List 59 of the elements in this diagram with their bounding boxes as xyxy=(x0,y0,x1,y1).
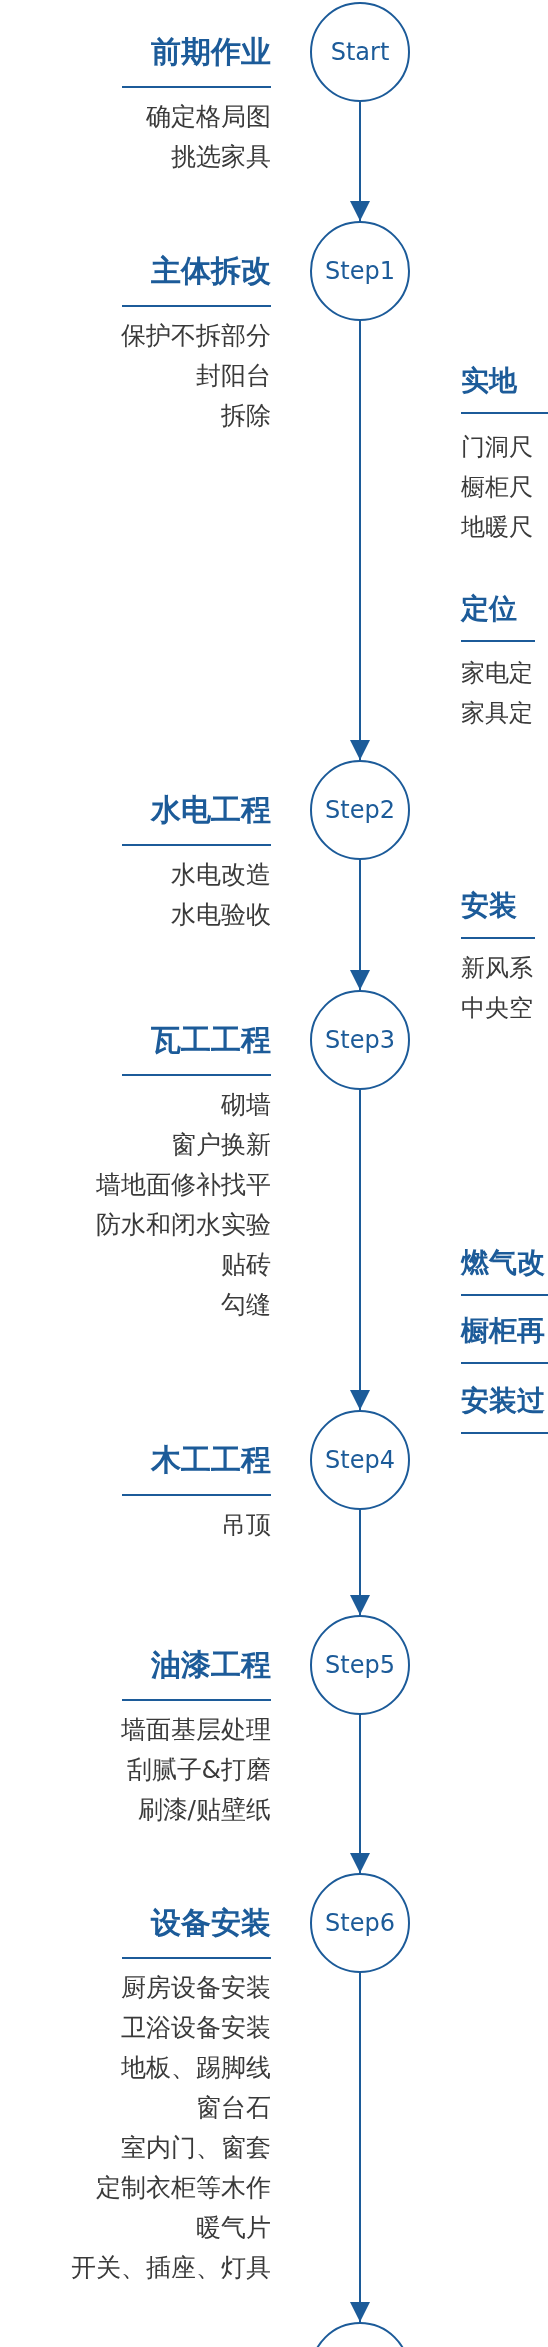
task-item: 室内门、窗套 xyxy=(121,2133,271,2163)
step-circle: Step4 xyxy=(310,1410,410,1510)
task-item: 贴砖 xyxy=(221,1250,271,1280)
task-item: 家具定 xyxy=(461,698,533,728)
task-item: 刮腻子&打磨 xyxy=(126,1755,271,1785)
step-circle: Step1 xyxy=(310,221,410,321)
task-item: 勾缝 xyxy=(221,1290,271,1320)
task-item: 地暖尺 xyxy=(461,512,533,542)
step-heading: 前期作业 xyxy=(151,34,271,70)
section-heading: 安装 xyxy=(461,888,517,924)
step-heading: 水电工程 xyxy=(151,792,271,828)
step-circle: Step5 xyxy=(310,1615,410,1715)
task-item: 墙地面修补找平 xyxy=(96,1170,271,1200)
step-circle: Step6 xyxy=(310,1873,410,1973)
task-item: 防水和闭水实验 xyxy=(96,1210,271,1240)
step-circle: Start xyxy=(310,2,410,102)
task-item: 开关、插座、灯具 xyxy=(71,2253,271,2283)
task-item: 橱柜尺 xyxy=(461,472,533,502)
step-heading: 油漆工程 xyxy=(151,1647,271,1683)
task-item: 中央空 xyxy=(461,993,533,1023)
step-heading: 主体拆改 xyxy=(151,253,271,289)
task-item: 窗户换新 xyxy=(171,1130,271,1160)
task-item: 保护不拆部分 xyxy=(121,321,271,351)
arrow xyxy=(350,1714,370,1874)
section-heading: 橱柜再 xyxy=(461,1313,545,1349)
task-item: 定制衣柜等木作 xyxy=(96,2173,271,2203)
task-item: 挑选家具 xyxy=(171,142,271,172)
task-item: 窗台石 xyxy=(196,2093,271,2123)
task-item: 吊顶 xyxy=(221,1510,271,1540)
arrow xyxy=(350,101,370,222)
section-heading: 安装过 xyxy=(461,1383,545,1419)
arrow xyxy=(350,1089,370,1411)
step-circle: Step2 xyxy=(310,760,410,860)
section-heading: 燃气改 xyxy=(461,1245,545,1281)
task-item: 厨房设备安装 xyxy=(121,1973,271,2003)
task-item: 水电验收 xyxy=(171,900,271,930)
task-item: 暖气片 xyxy=(196,2213,271,2243)
step-heading: 设备安装 xyxy=(151,1905,271,1941)
arrow xyxy=(350,320,370,761)
section-heading: 定位 xyxy=(461,591,517,627)
task-item: 封阳台 xyxy=(196,361,271,391)
arrow xyxy=(350,1509,370,1616)
task-item: 确定格局图 xyxy=(146,102,271,132)
task-item: 地板、踢脚线 xyxy=(121,2053,271,2083)
task-item: 刷漆/贴壁纸 xyxy=(137,1795,271,1825)
arrow xyxy=(350,859,370,991)
arrow xyxy=(350,1972,370,2323)
task-item: 墙面基层处理 xyxy=(121,1715,271,1745)
task-item: 卫浴设备安装 xyxy=(121,2013,271,2043)
step-circle: Step3 xyxy=(310,990,410,1090)
task-item: 水电改造 xyxy=(171,860,271,890)
task-item: 砌墙 xyxy=(221,1090,271,1120)
task-item: 门洞尺 xyxy=(461,432,533,462)
task-item: 新风系 xyxy=(461,953,533,983)
task-item: 拆除 xyxy=(221,401,271,431)
step-heading: 木工工程 xyxy=(151,1442,271,1478)
step-heading: 瓦工工程 xyxy=(151,1022,271,1058)
task-item: 家电定 xyxy=(461,658,533,688)
section-heading: 实地 xyxy=(461,363,517,399)
